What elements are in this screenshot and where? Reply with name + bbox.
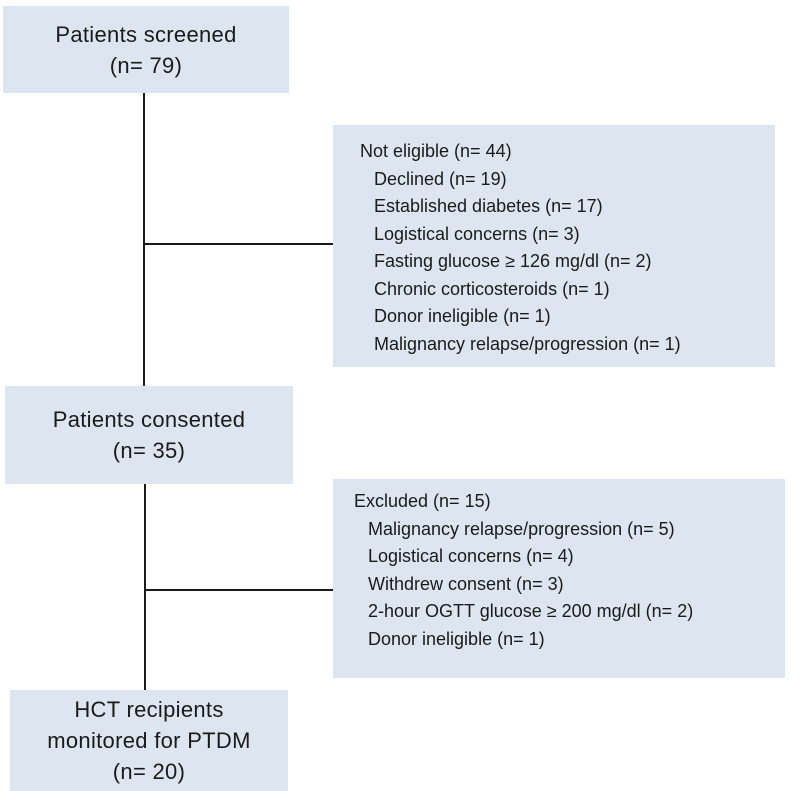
excluded-item: 2-hour OGTT glucose ≥ 200 mg/dl (n= 2) — [368, 601, 694, 621]
patients-consented-count: (n= 35) — [112, 438, 186, 463]
connector-consented-to-monitored — [144, 484, 146, 690]
hct-count: (n= 20) — [112, 759, 186, 784]
not-eligible-item: Donor ineligible (n= 1) — [374, 306, 551, 326]
not-eligible-item: Declined (n= 19) — [374, 168, 507, 189]
excluded-item: Withdrew consent (n= 3) — [368, 573, 564, 594]
connector-to-not-eligible — [145, 243, 333, 245]
patients-consented-box: Patients consented (n= 35) — [5, 386, 293, 484]
patients-screened-count: (n= 79) — [109, 52, 183, 78]
hct-recipients-monitored-box: HCT recipients monitored for PTDM (n= 20… — [10, 690, 288, 791]
patients-screened-title: Patients screened — [55, 21, 237, 47]
hct-title-line1: HCT recipients — [74, 697, 224, 722]
not-eligible-heading: Not eligible (n= 44) — [360, 141, 512, 161]
not-eligible-item: Malignancy relapse/progression (n= 1) — [374, 333, 681, 354]
excluded-item: Malignancy relapse/progression (n= 5) — [368, 518, 675, 539]
excluded-heading: Excluded (n= 15) — [354, 491, 491, 511]
not-eligible-item: Fasting glucose ≥ 126 mg/dl (n= 2) — [374, 251, 652, 271]
hct-title-line2: monitored for PTDM — [47, 728, 251, 753]
excluded-item: Logistical concerns (n= 4) — [368, 546, 574, 566]
not-eligible-box: Not eligible (n= 44) Declined (n= 19) Es… — [333, 125, 775, 367]
excluded-box: Excluded (n= 15) Malignancy relapse/prog… — [333, 479, 785, 678]
not-eligible-item: Established diabetes (n= 17) — [374, 196, 603, 216]
connector-screened-to-consented — [143, 93, 145, 386]
connector-to-excluded — [146, 589, 333, 591]
patients-screened-box: Patients screened (n= 79) — [3, 6, 289, 93]
not-eligible-item: Logistical concerns (n= 3) — [374, 223, 580, 244]
excluded-item: Donor ineligible (n= 1) — [368, 628, 545, 649]
patients-consented-title: Patients consented — [52, 407, 246, 432]
not-eligible-item: Chronic corticosteroids (n= 1) — [374, 278, 610, 299]
